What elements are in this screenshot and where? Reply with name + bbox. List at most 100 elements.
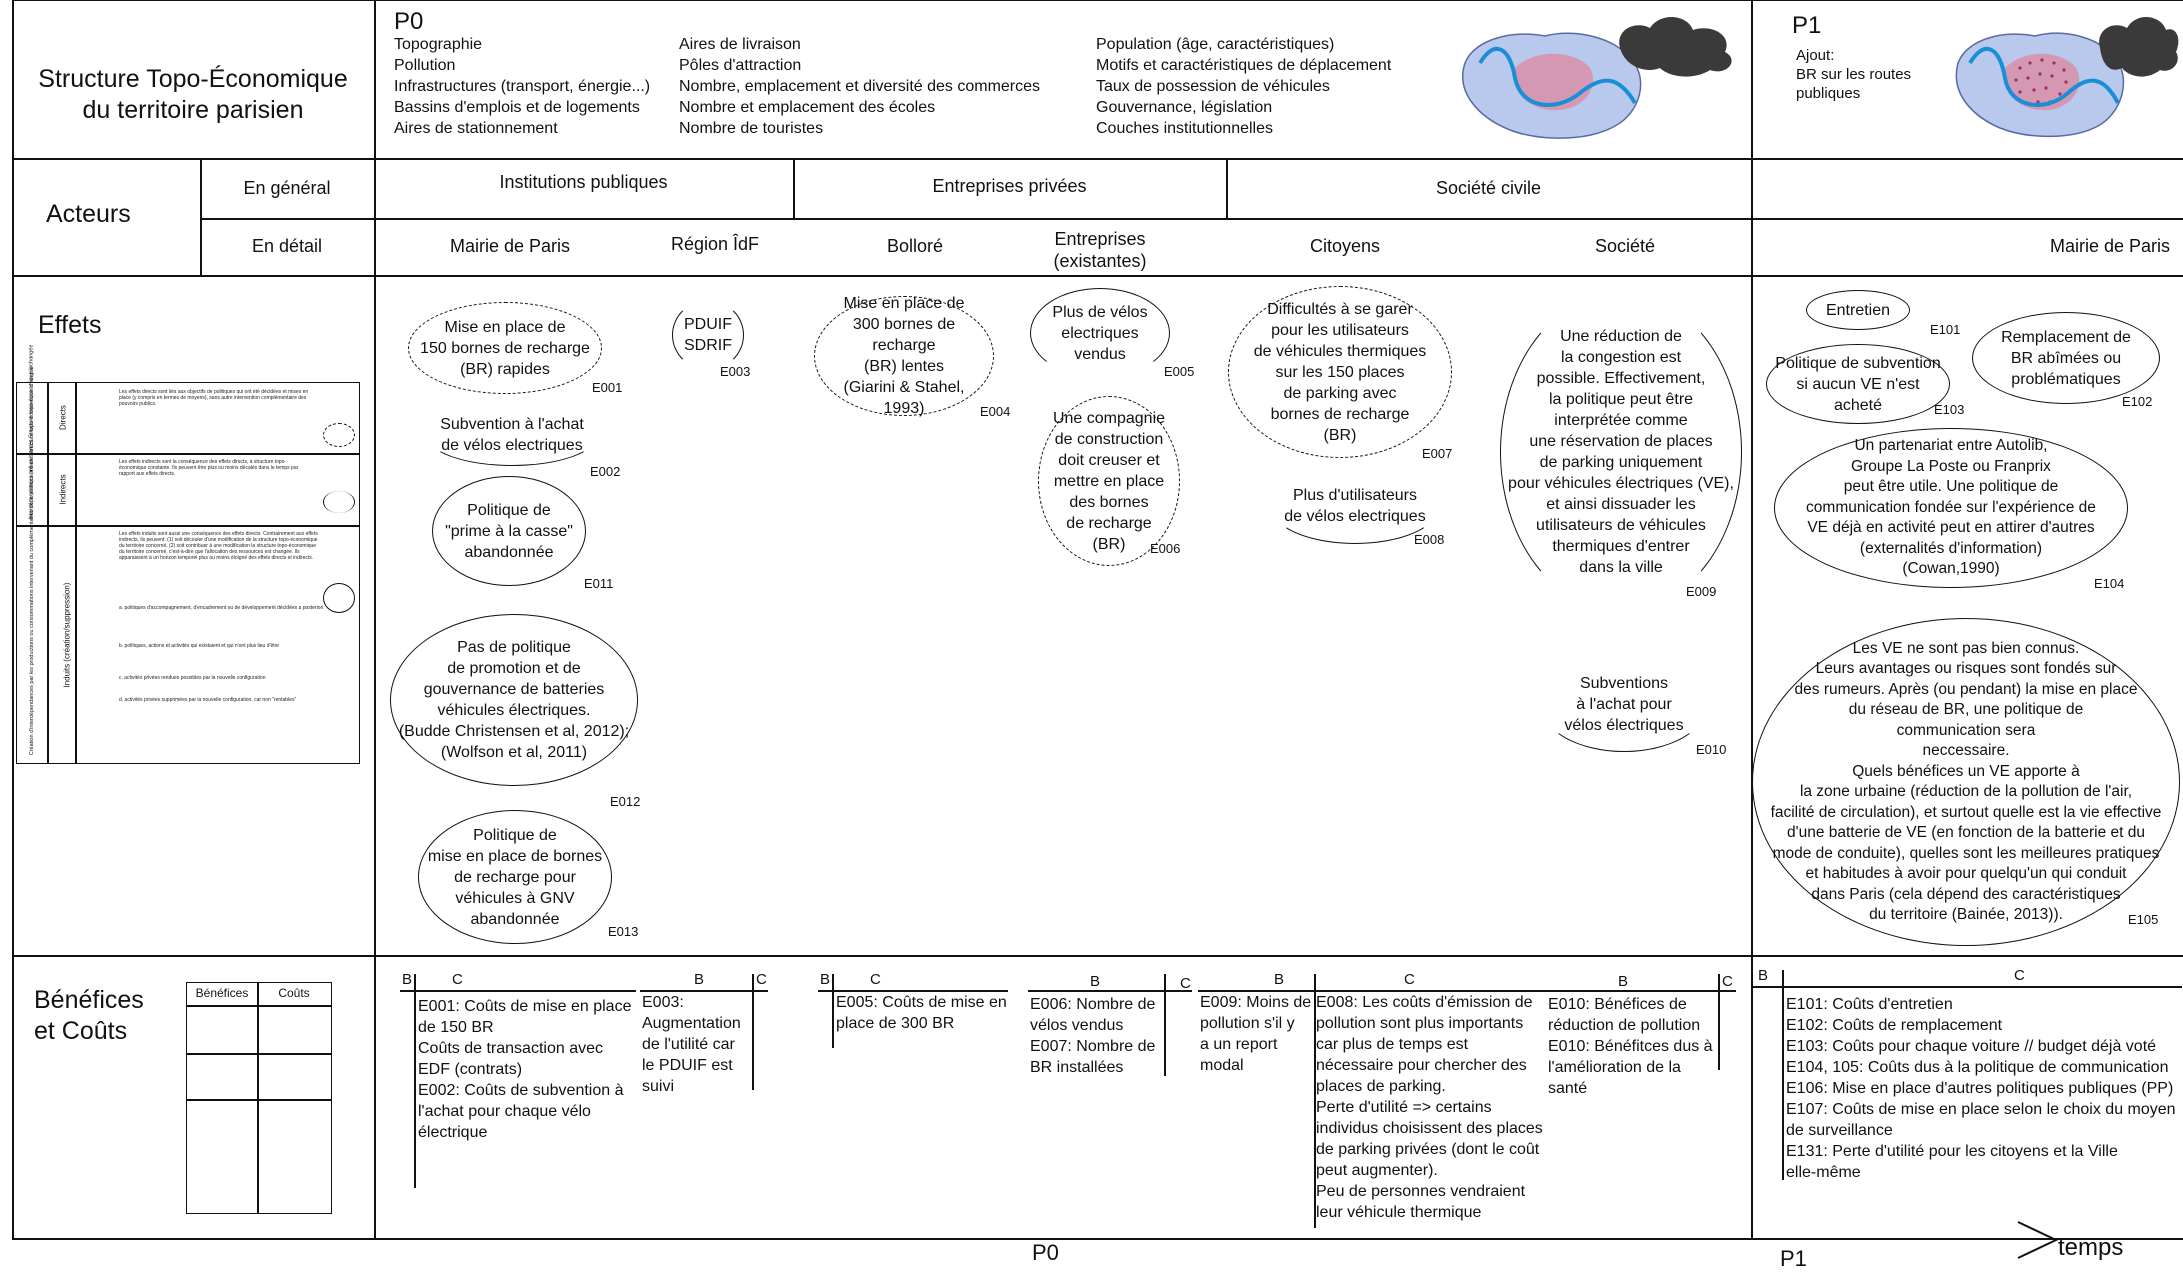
bc-legend-couts: Coûts <box>278 986 310 1000</box>
pollution-cloud <box>1619 16 1732 77</box>
t-account-bollore: B C <box>818 970 1008 1048</box>
couts-bollore: E005: Coûts de mise en place de 300 BR <box>836 994 1007 1032</box>
t-account-mairie: B C <box>400 970 636 1188</box>
t-c-label: C <box>1722 973 1733 990</box>
p1-additions: Ajout: BR sur les routes publiques <box>1796 46 1911 103</box>
couts-p1: E101: Coûts d'entretien E102: Coûts de r… <box>1786 996 2176 1181</box>
col-line-acteurs <box>200 158 202 276</box>
effect-e102: Remplacement de BR abîmées ou problémati… <box>1972 312 2160 404</box>
row-line-3 <box>12 955 2183 957</box>
legend-text-directs: Les effets directs sont liés aux objecti… <box>119 389 309 407</box>
effect-e105: Les VE ne sont pas bien connus. Leurs av… <box>1752 618 2180 946</box>
legend-text-d: d. activités privées supprimées par la n… <box>119 697 297 703</box>
p0-item: Taux de possession de véhicules <box>1096 78 1330 95</box>
t-c-label: C <box>1404 971 1415 988</box>
effect-code-e102: E102 <box>2122 394 2153 409</box>
effect-code-e003: E003 <box>720 364 751 379</box>
p0-item: Nombre et emplacement des écoles <box>679 99 936 116</box>
t-b-label: B <box>1758 967 1769 984</box>
p1-label: P1 <box>1792 12 1822 39</box>
col-line-p1 <box>1751 0 1753 1240</box>
row-line-bottom <box>12 1238 2183 1240</box>
col-line-gen1 <box>793 158 795 218</box>
effect-e006: Une compagnie de construction doit creus… <box>1038 396 1180 566</box>
p0-item: Couches institutionnelles <box>1096 120 1273 137</box>
p0-item: Aires de livraison <box>679 36 801 53</box>
col-line-1 <box>374 0 376 1240</box>
p0-item: Pollution <box>394 57 456 74</box>
row-line-1b <box>200 218 2183 220</box>
legend-text-a: a. politiques d'accompagnement, d'encadr… <box>119 605 324 611</box>
p1-line: Ajout: <box>1796 47 1835 64</box>
legend-text-induits: Les effets induits sont aussi une conséq… <box>119 531 318 561</box>
structure-title-line1: Structure Topo-Économique <box>38 65 348 93</box>
legend-directs: Directs <box>58 405 68 430</box>
t-account-entreprises: B C <box>1028 970 1192 1076</box>
effect-e003: PDUIF SDRIF <box>672 300 744 370</box>
effect-code-e012: E012 <box>610 794 641 809</box>
t-account-region: B C <box>640 970 768 1090</box>
border-top <box>12 0 2183 1</box>
legend-indirects: Indirects <box>58 474 68 505</box>
benefices-entreprises: E006: Nombre de vélos vendus E007: Nombr… <box>1030 996 1156 1076</box>
couts-mairie: E001: Coûts de mise en place de 150 BR C… <box>418 998 632 1141</box>
row-line-2 <box>12 275 2183 277</box>
paris-map-p1-illustration <box>1955 16 2179 138</box>
t-account-citoyens: B C <box>1198 970 1550 1228</box>
p0-item: Motifs et caractéristiques de déplacemen… <box>1096 57 1392 74</box>
effect-e010: Subventions à l'achat pour vélos électri… <box>1540 656 1708 752</box>
effect-code-e009: E009 <box>1686 584 1717 599</box>
effect-code-e002: E002 <box>590 464 621 479</box>
p1-line: publiques <box>1796 85 1861 102</box>
timeline-p1: P1 <box>1780 1246 1807 1271</box>
effect-e009: Une réduction de la congestion est possi… <box>1500 292 1742 612</box>
p0-col1: Topographie Pollution Infrastructures (t… <box>394 34 650 139</box>
effect-code-e013: E013 <box>608 924 639 939</box>
legend-outer2: Création d'interdépendances par les prod… <box>28 366 35 756</box>
t-b-label: B <box>402 971 413 988</box>
legend-open-circle <box>323 491 355 513</box>
t-c-label: C <box>2014 967 2025 984</box>
actor-region-idf: Région ÎdF <box>670 234 760 254</box>
actor-societe: Société <box>1594 236 1656 256</box>
en-general-label: En général <box>243 178 331 198</box>
effect-e008: Plus d'utilisateurs de vélos electriques <box>1270 468 1440 544</box>
t-c-label: C <box>452 971 463 988</box>
effects-legend: Directs Indirects Induits (création/supp… <box>16 345 360 764</box>
legend-dashed-circle <box>323 423 355 447</box>
p0-item: Infrastructures (transport, énergie...) <box>394 78 651 95</box>
effect-code-e105: E105 <box>2128 912 2159 927</box>
row-line-1 <box>12 158 2183 160</box>
actor-citoyens: Citoyens <box>1309 236 1381 256</box>
t-c-label: C <box>1180 975 1191 992</box>
effect-e007: Difficultés à se garer pour les utilisat… <box>1228 286 1452 458</box>
t-b-label: B <box>820 971 831 988</box>
actor-entreprises-existantes: Entreprises (existantes) <box>1053 229 1147 271</box>
effect-code-e103: E103 <box>1934 402 1965 417</box>
p0-item: Pôles d'attraction <box>679 57 802 74</box>
time-arrow-icon <box>2017 1221 2059 1259</box>
t-b-label: B <box>1090 973 1101 990</box>
structure-title: Structure Topo-Économique du territoire … <box>18 64 368 126</box>
p0-item: Nombre de touristes <box>679 120 824 137</box>
t-account-societe: B C <box>1546 970 1736 1070</box>
paris-map-p0-illustration <box>1462 16 1732 139</box>
benefices-couts-label: Bénéfices et Coûts <box>34 986 144 1045</box>
benefices-citoyens: E009: Moins de pollution s'il y a un rep… <box>1200 994 1312 1074</box>
legend-text-b: b. politiques, actions et activités qui … <box>119 643 280 649</box>
actor-bollore: Bolloré <box>886 236 944 256</box>
effect-e001: Mise en place de 150 bornes de recharge … <box>408 302 602 394</box>
t-account-p1: B C <box>1752 966 2182 1180</box>
effect-code-e010: E010 <box>1696 742 1727 757</box>
effect-e103: Politique de subvention si aucun VE n'es… <box>1766 344 1950 424</box>
col-line-left <box>12 0 14 1240</box>
p0-col2: Aires de livraison Pôles d'attraction No… <box>679 34 1040 139</box>
effect-e011: Politique de "prime à la casse" abandonn… <box>432 476 586 586</box>
t-b-label: B <box>1274 971 1285 988</box>
effect-code-e004: E004 <box>980 404 1011 419</box>
legend-text-indirects: Les effets indirects sont la conséquence… <box>119 459 299 477</box>
p0-item: Aires de stationnement <box>394 120 558 137</box>
legend-full-circle <box>323 583 355 613</box>
p0-item: Gouvernance, législation <box>1096 99 1273 116</box>
t-b-label: B <box>694 971 705 988</box>
